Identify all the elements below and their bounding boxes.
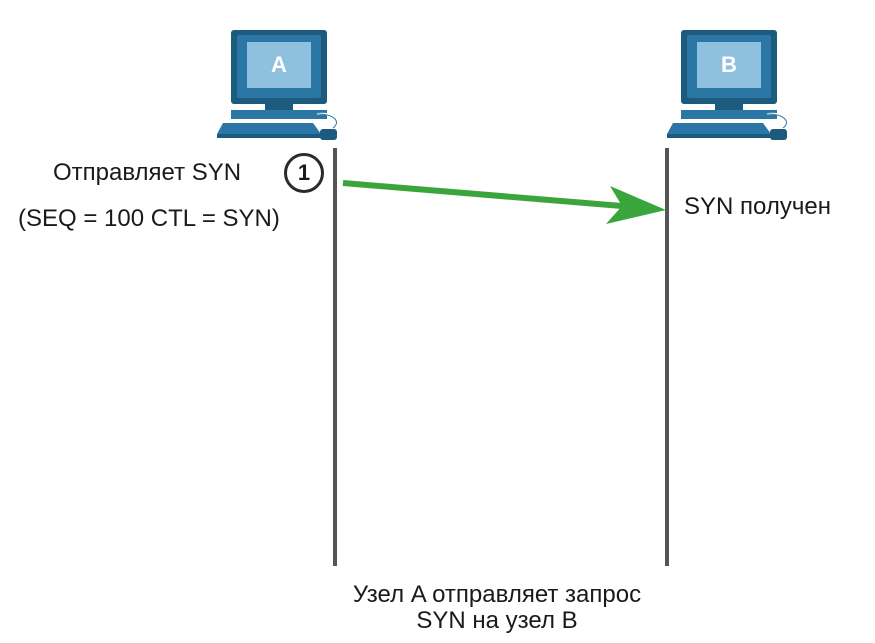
caption-line-2: SYN на узел B bbox=[416, 607, 578, 634]
caption-line-1: Узел A отправляет запрос bbox=[352, 581, 642, 608]
syn-arrow bbox=[342, 180, 666, 224]
host-a-letter: A bbox=[271, 52, 287, 77]
host-a-computer-icon: A bbox=[216, 29, 340, 141]
step-1-badge: 1 bbox=[284, 153, 324, 193]
host-b-received-label: SYN получен bbox=[684, 193, 831, 220]
host-b-computer-icon: B bbox=[666, 29, 790, 141]
host-a-sends-label: Отправляет SYN bbox=[53, 159, 242, 186]
host-a-seq-label: (SEQ = 100 CTL = SYN) bbox=[18, 205, 280, 232]
diagram-caption: Узел A отправляет запрос SYN на узел B bbox=[0, 582, 875, 634]
host-b-letter: B bbox=[721, 52, 737, 77]
